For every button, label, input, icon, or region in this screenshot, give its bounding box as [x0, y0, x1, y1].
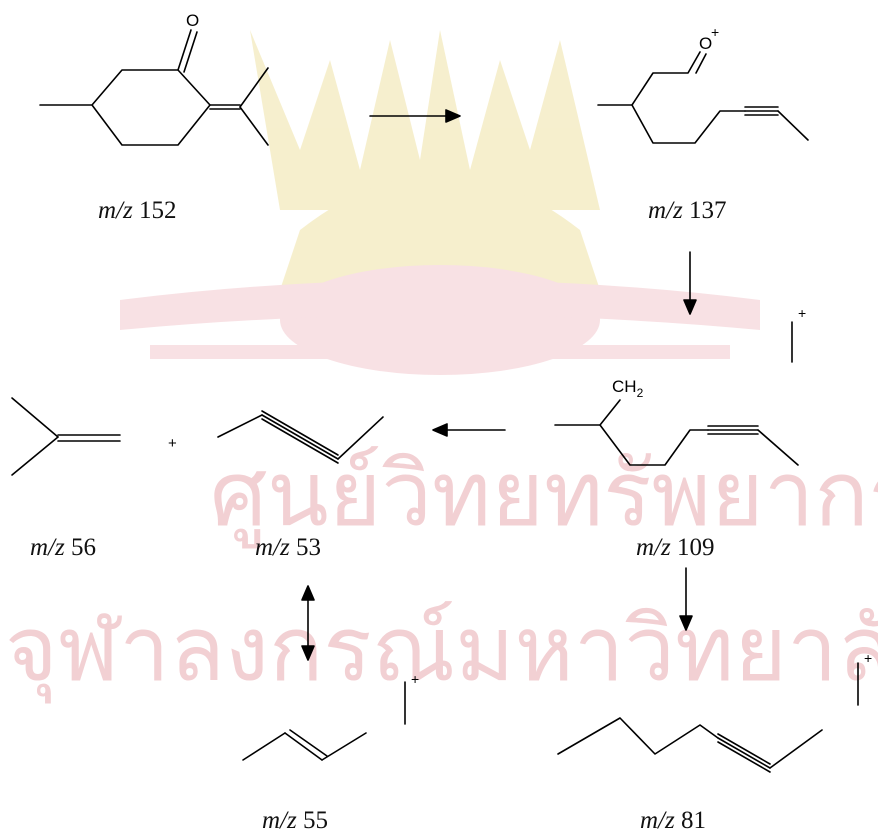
structure-m81: [557, 717, 823, 773]
watermark-line2: จุฬาลงกรณ์มหาวิทยาลัย: [5, 597, 878, 704]
mz-label-53: m/z 53: [255, 534, 321, 561]
arrow-137-to-109: [683, 251, 697, 315]
arrow-109-to-81: [679, 567, 693, 631]
charge-m137: +: [711, 24, 719, 40]
structure-m53: [217, 410, 384, 464]
arrow-109-to-53: [432, 423, 506, 437]
mz-label-137: m/z 137: [648, 197, 726, 224]
arrow-53-to-55: [301, 585, 315, 661]
watermark-line1: ศูนย์วิทยทรัพยากร: [210, 442, 878, 549]
mz-label-109: m/z 109: [636, 534, 714, 561]
mz-label-152: m/z 152: [98, 197, 176, 224]
charge-m55: +: [411, 671, 419, 687]
atom-o-m137: O: [699, 34, 712, 53]
mz-label-55: m/z 55: [262, 807, 328, 834]
atom-ch2-m109: CH2: [612, 377, 644, 400]
mz-label-81: m/z 81: [640, 807, 706, 834]
structure-m109: [554, 399, 799, 466]
charge-m109: +: [798, 305, 806, 321]
charge-m81: +: [864, 650, 872, 666]
atom-o-m152: O: [186, 11, 199, 30]
watermark-seal: [120, 30, 760, 375]
structure-m152: [39, 29, 269, 146]
structure-m56: [11, 397, 121, 476]
arrow-152-to-137: [369, 109, 461, 123]
mz-label-56: m/z 56: [30, 534, 96, 561]
structure-m137: [597, 51, 809, 144]
plus-sign: +: [168, 435, 177, 452]
structure-m55: [242, 729, 367, 761]
